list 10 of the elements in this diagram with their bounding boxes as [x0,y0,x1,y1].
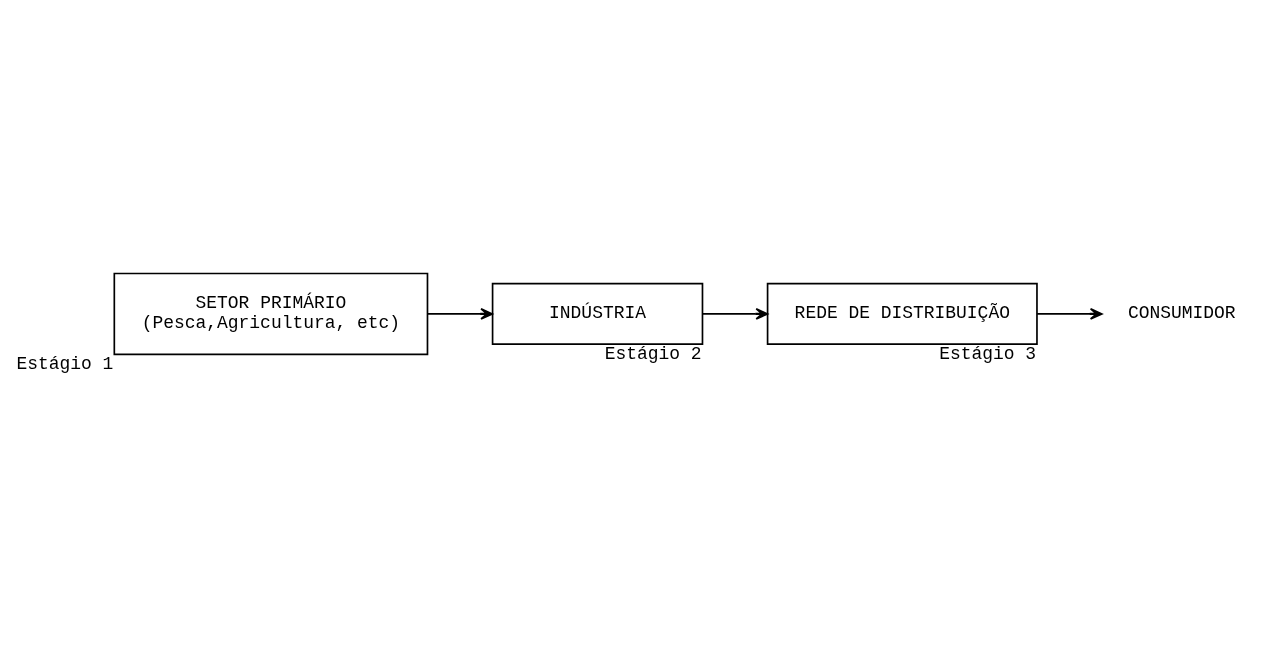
node-label: Estágio 1 [16,353,114,374]
node-label: Estágio 2 [604,343,702,364]
arrow [426,307,494,320]
node-label: Estágio 3 [939,343,1037,364]
node-box: INDÚSTRIA [491,282,704,345]
arrow [701,307,769,320]
node-box: REDE DE DISTRIBUIÇÃO [766,282,1038,345]
node-text: CONSUMIDOR [1127,302,1236,323]
node-box: SETOR PRIMÁRIO (Pesca,Agricultura, etc) [113,272,429,355]
arrow [1036,307,1103,320]
